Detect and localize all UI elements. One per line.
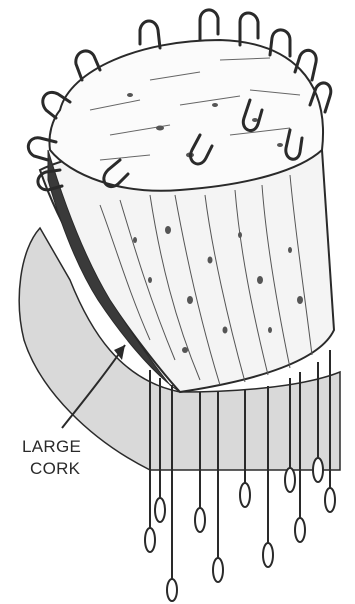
leader-loops: [145, 458, 335, 601]
wire-leader-icon: [145, 528, 155, 552]
wire-leader-icon: [325, 488, 335, 512]
fish-hook-icon: [140, 21, 160, 48]
fish-hook-icon: [200, 10, 218, 40]
wire-leader-icon: [285, 468, 295, 492]
wire-leader-icon: [195, 508, 205, 532]
wire-leader-icon: [167, 579, 177, 601]
cork-top: [49, 40, 323, 191]
wire-leader-icon: [313, 458, 323, 482]
wire-leader-icon: [263, 543, 273, 567]
wire-leader-icon: [295, 518, 305, 542]
callout-label-line2: CORK: [30, 459, 81, 478]
wire-leader-icon: [155, 498, 165, 522]
callout-label-line1: LARGE: [22, 437, 81, 456]
wire-leader-icon: [213, 558, 223, 582]
wire-leader-icon: [240, 483, 250, 507]
fish-hook-icon: [240, 13, 258, 45]
